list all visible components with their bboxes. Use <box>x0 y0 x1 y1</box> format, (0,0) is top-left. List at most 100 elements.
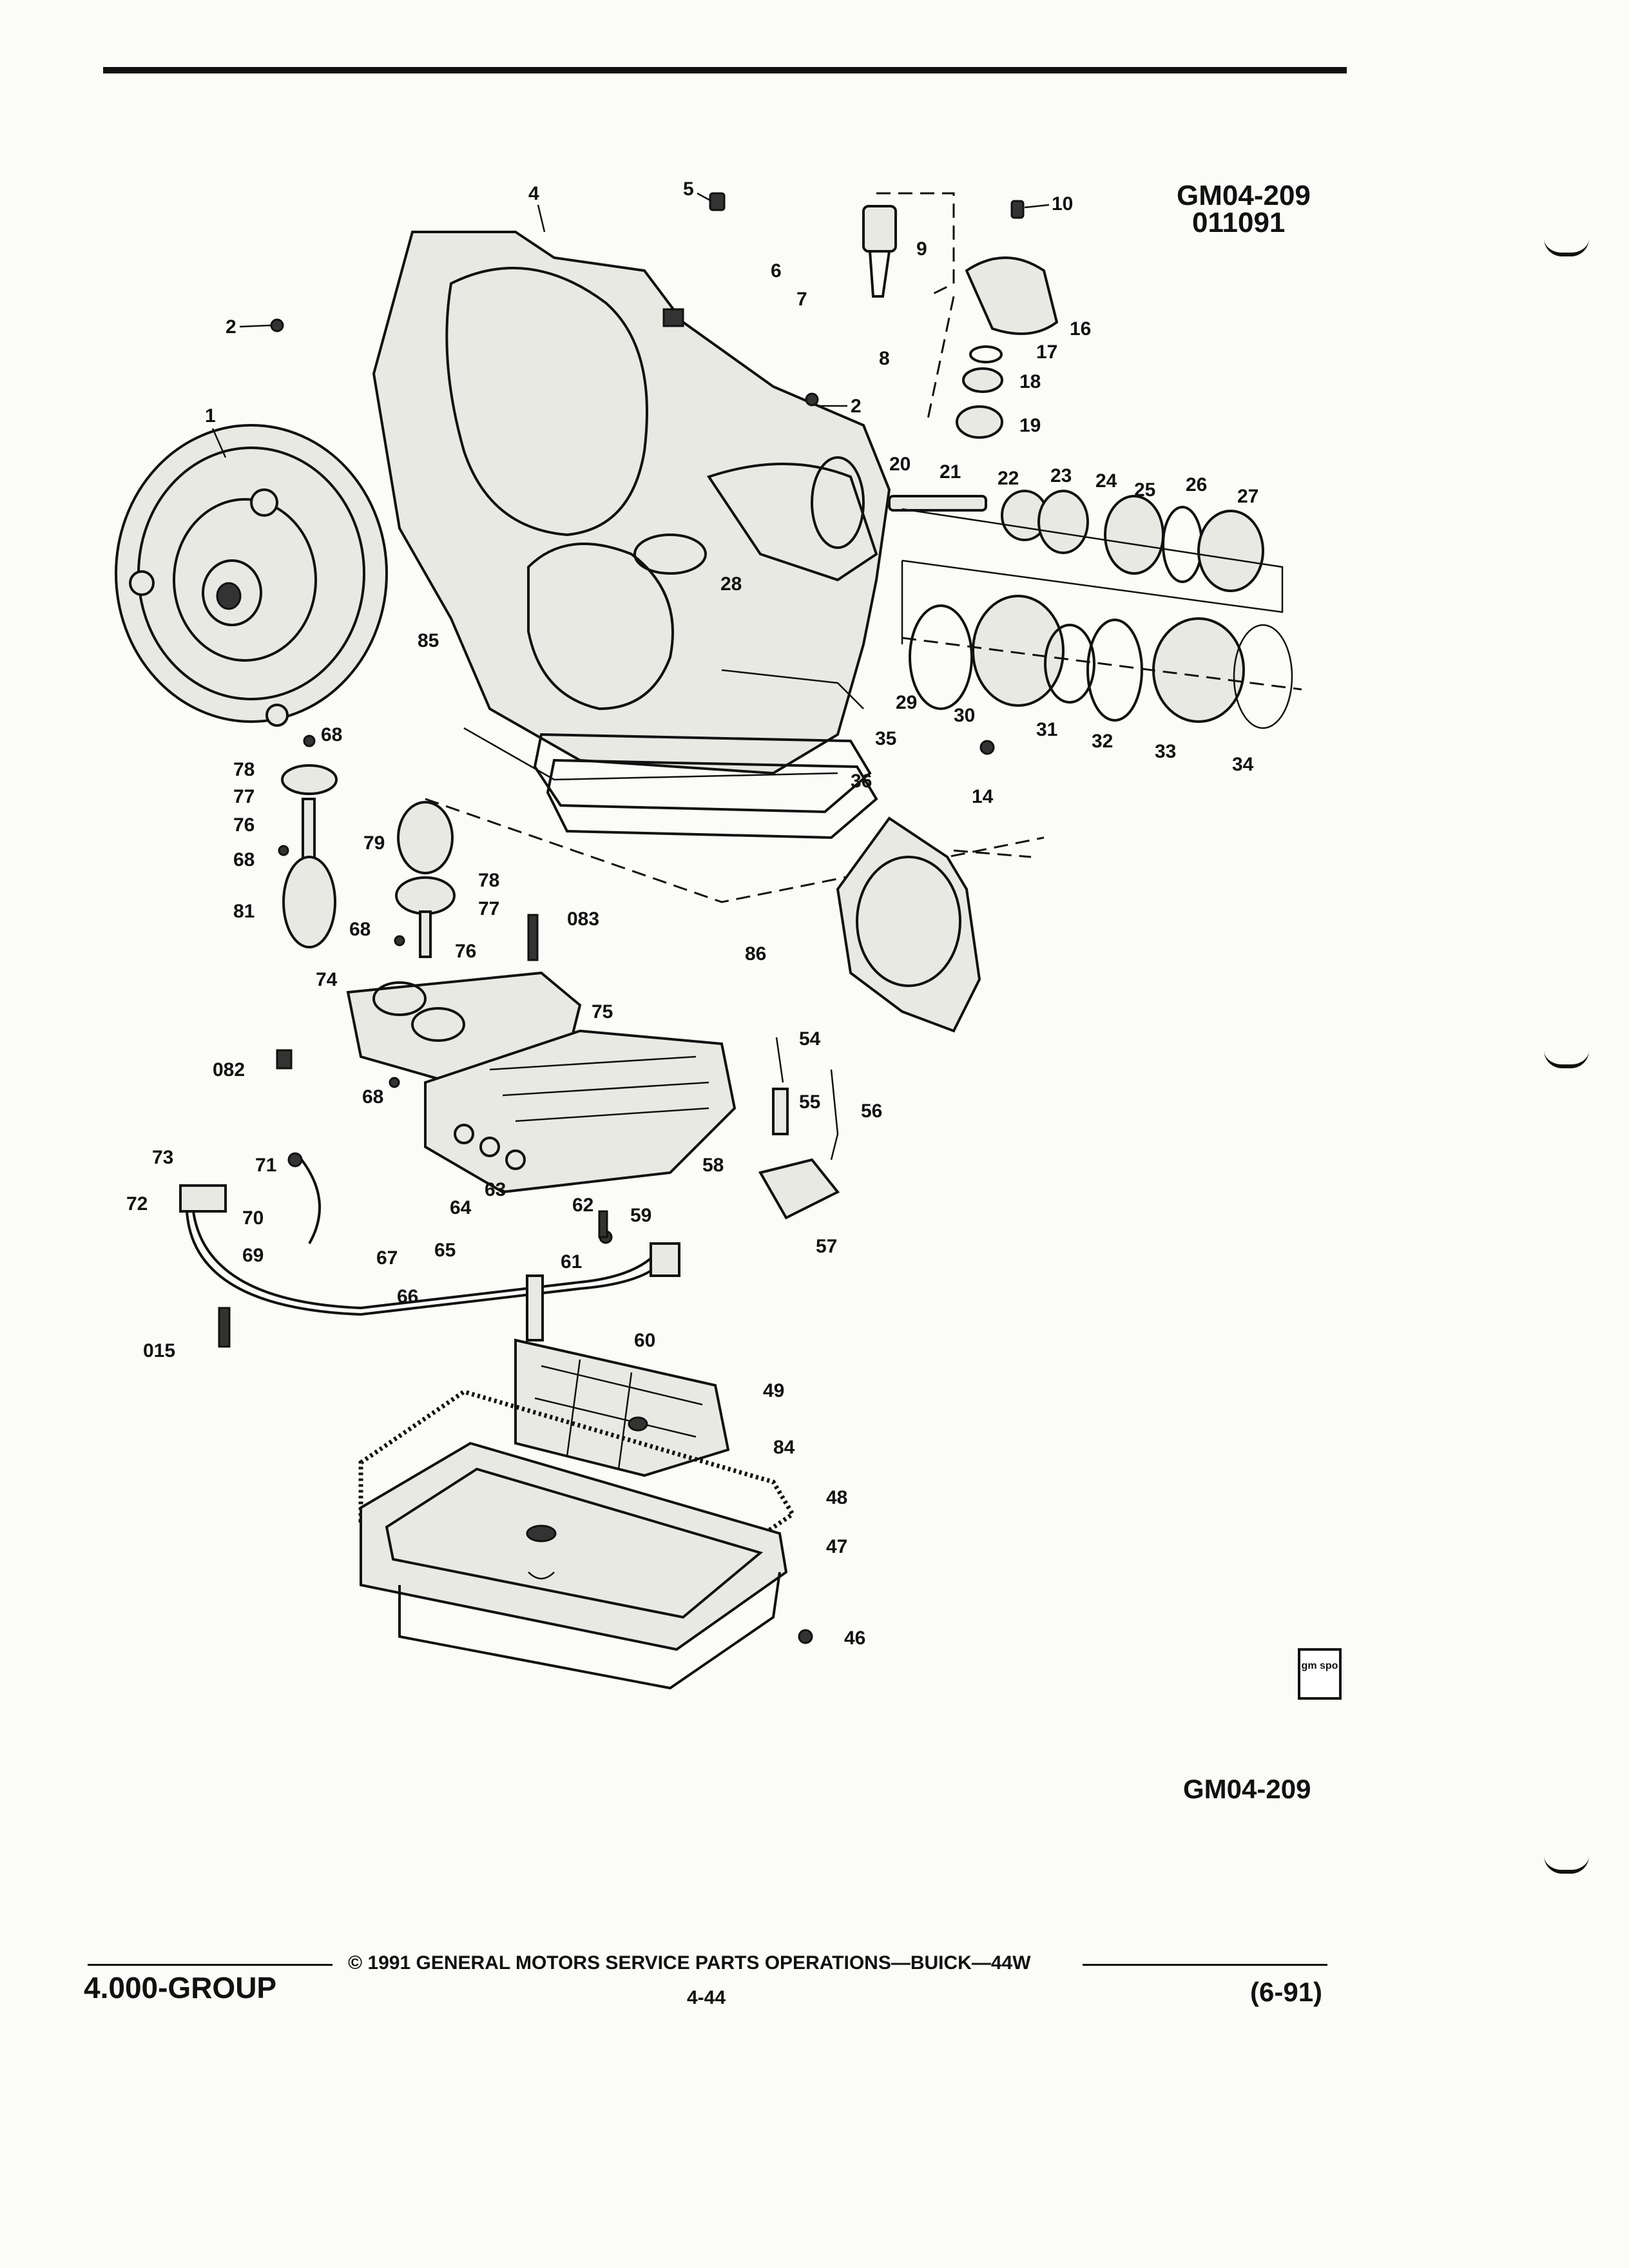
callout-65: 65 <box>434 1240 456 1261</box>
footer-rule-left <box>88 1964 333 1966</box>
callout-9: 9 <box>916 238 927 260</box>
torque-converter <box>115 424 388 727</box>
callout-81: 81 <box>233 901 255 922</box>
callout-78b: 78 <box>478 870 499 891</box>
governor-assembly <box>862 192 1059 439</box>
callout-21: 21 <box>940 461 961 483</box>
callout-17: 17 <box>1036 341 1057 363</box>
callout-78a: 78 <box>233 759 255 780</box>
callout-7: 7 <box>796 289 807 310</box>
gm-spo-logo: gm spo <box>1298 1648 1342 1700</box>
callout-19: 19 <box>1019 415 1041 436</box>
callout-4: 4 <box>528 183 539 204</box>
oil-pan-assembly <box>358 1389 813 1690</box>
footer-group: 4.000-GROUP <box>84 1971 277 2004</box>
callout-22: 22 <box>998 468 1019 489</box>
callout-labels: 1 2 2 4 5 6 7 8 9 10 14 16 17 18 19 20 2… <box>126 178 1258 1649</box>
callout-59: 59 <box>630 1205 651 1226</box>
callout-46: 46 <box>844 1628 865 1649</box>
callout-32: 32 <box>1092 731 1113 752</box>
side-cover-gasket <box>836 816 1032 1033</box>
callout-26: 26 <box>1186 474 1207 495</box>
binder-mark <box>1544 1050 1589 1068</box>
callout-67: 67 <box>376 1247 398 1269</box>
callout-64: 64 <box>450 1197 472 1218</box>
callout-63: 63 <box>485 1179 506 1200</box>
callout-14: 14 <box>972 786 994 807</box>
diagram-date: 011091 <box>1192 207 1286 238</box>
footer-revision: (6-91) <box>1250 1977 1323 2007</box>
callout-2: 2 <box>226 316 236 338</box>
valve-body <box>346 971 737 1194</box>
callout-35: 35 <box>875 728 896 749</box>
callout-56: 56 <box>861 1100 882 1122</box>
callout-49: 49 <box>763 1380 784 1401</box>
callout-6: 6 <box>771 260 782 282</box>
callout-16: 16 <box>1070 318 1091 340</box>
callout-1: 1 <box>205 405 216 427</box>
diagram-code: GM04-209 <box>1177 180 1311 211</box>
top-rule <box>103 67 1347 73</box>
servo-assembly <box>758 1037 840 1220</box>
callout-48: 48 <box>826 1487 847 1508</box>
callout-33: 33 <box>1155 741 1176 762</box>
binder-mark <box>1544 1856 1589 1874</box>
accumulator-row-upper <box>888 490 1284 613</box>
callout-68b: 68 <box>233 849 255 870</box>
callout-015: 015 <box>143 1340 175 1361</box>
callout-74: 74 <box>316 969 338 990</box>
callout-68d: 68 <box>362 1086 383 1108</box>
callout-8: 8 <box>879 348 890 369</box>
callout-47: 47 <box>826 1536 847 1557</box>
callout-29: 29 <box>896 692 917 713</box>
callout-71: 71 <box>255 1155 276 1176</box>
callout-72: 72 <box>126 1193 148 1215</box>
callout-85: 85 <box>418 630 439 651</box>
oil-filter <box>514 1274 730 1477</box>
callout-082: 082 <box>213 1059 245 1081</box>
callout-77a: 77 <box>233 786 255 807</box>
callout-18: 18 <box>1019 371 1041 392</box>
callout-55: 55 <box>799 1091 820 1113</box>
callout-34: 34 <box>1232 754 1254 775</box>
callout-5: 5 <box>683 178 694 200</box>
callout-2b: 2 <box>851 396 862 417</box>
callout-77b: 77 <box>478 898 499 919</box>
callout-25: 25 <box>1134 479 1155 501</box>
accumulator-stack-left <box>281 764 539 961</box>
callout-60: 60 <box>634 1330 655 1351</box>
callout-75: 75 <box>592 1001 613 1023</box>
callout-30: 30 <box>954 705 975 726</box>
callout-57: 57 <box>816 1236 837 1257</box>
transmission-case <box>372 231 891 781</box>
footer-rule-right <box>1083 1964 1327 1966</box>
callout-27: 27 <box>1237 486 1258 507</box>
callout-86: 86 <box>745 943 766 965</box>
callout-20: 20 <box>889 454 911 475</box>
callout-76a: 76 <box>233 814 255 836</box>
callout-70: 70 <box>242 1207 264 1229</box>
callout-62: 62 <box>572 1195 593 1216</box>
diagram-code-bottom: GM04-209 <box>1183 1774 1311 1804</box>
footer-page-number: 4-44 <box>687 1987 726 2008</box>
accumulator-row-lower <box>901 561 1302 729</box>
callout-23: 23 <box>1050 465 1072 486</box>
footer-copyright: © 1991 GENERAL MOTORS SERVICE PARTS OPER… <box>348 1952 1031 1974</box>
callout-84: 84 <box>773 1437 795 1458</box>
callout-54: 54 <box>799 1028 821 1050</box>
callout-73: 73 <box>152 1147 173 1168</box>
callout-68a: 68 <box>321 724 342 745</box>
wiring-harness <box>179 1152 680 1316</box>
callout-24: 24 <box>1095 470 1117 492</box>
callout-31: 31 <box>1036 719 1057 740</box>
callout-10: 10 <box>1052 193 1073 215</box>
binder-mark <box>1544 238 1589 256</box>
callout-66: 66 <box>397 1286 418 1307</box>
callout-76b: 76 <box>455 941 476 962</box>
callout-79: 79 <box>363 832 385 854</box>
callout-28: 28 <box>720 573 742 595</box>
fasteners <box>218 192 1025 1348</box>
callout-083: 083 <box>567 908 599 930</box>
callout-36: 36 <box>851 771 872 792</box>
